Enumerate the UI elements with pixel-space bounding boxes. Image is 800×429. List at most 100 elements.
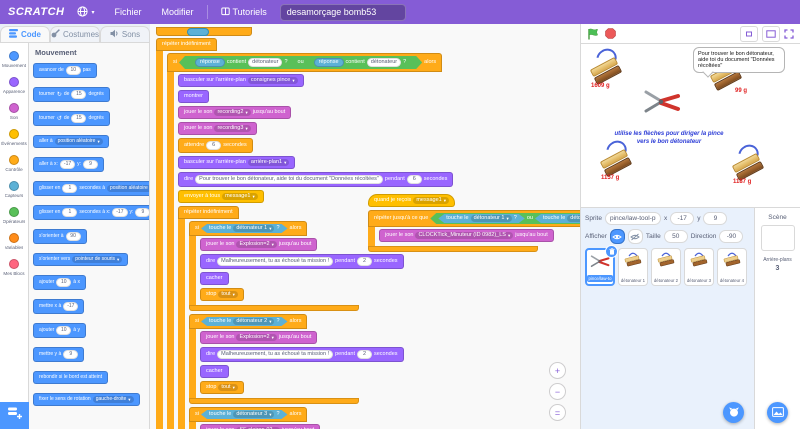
delete-sprite-button[interactable] xyxy=(605,245,618,258)
category-mes-blocs[interactable]: Mes Blocs xyxy=(0,259,29,276)
add-backdrop-button[interactable] xyxy=(767,402,788,423)
stack-block[interactable]: jouer le sonSF-clairon-02▾jusqu'au bout xyxy=(200,424,321,429)
block-input[interactable]: -17 xyxy=(112,208,128,217)
block-input[interactable]: détonateur xyxy=(248,58,282,67)
show-sprite-button[interactable] xyxy=(609,229,625,244)
block-dropdown[interactable]: CLOCKTick_Minuteur (ID 0982)_LS▾ xyxy=(415,232,514,239)
block-dropdown[interactable]: détonateur 1▾ xyxy=(471,215,512,222)
block-input[interactable]: 10 xyxy=(65,66,81,75)
block-dropdown[interactable]: tout▾ xyxy=(218,384,238,391)
stack-block[interactable]: cacher xyxy=(200,365,229,378)
block-dropdown[interactable]: consignes pince▾ xyxy=(247,77,298,84)
y-input[interactable] xyxy=(703,212,728,225)
bomb-sprite[interactable]: 1609 g xyxy=(587,44,623,89)
block-dropdown[interactable]: détonateur 3▾ xyxy=(233,411,274,418)
stack-block[interactable]: cacher xyxy=(200,272,229,285)
sprite-card[interactable]: détonateur 1 xyxy=(618,248,648,286)
block-input[interactable]: 9 xyxy=(83,160,99,169)
zoom-out-button[interactable]: − xyxy=(549,383,566,400)
sprite-card[interactable]: détonateur 4 xyxy=(717,248,747,286)
scratch-logo[interactable]: SCRATCH xyxy=(8,6,65,18)
bomb-sprite[interactable]: 1187 g xyxy=(729,140,765,185)
edit-menu[interactable]: Modifier xyxy=(161,7,194,17)
reporter-block[interactable]: réponse xyxy=(314,58,344,67)
zoom-in-button[interactable]: + xyxy=(549,362,566,379)
block-dropdown[interactable]: Explosion=2▾ xyxy=(236,241,277,248)
block-input[interactable]: -17 xyxy=(59,160,76,169)
add-extension-button[interactable] xyxy=(0,402,29,429)
block-dropdown[interactable]: arrière-plan1▾ xyxy=(247,159,290,166)
block-input[interactable]: 9 xyxy=(135,208,149,217)
add-sprite-button[interactable] xyxy=(723,402,744,423)
block-dropdown[interactable]: position aléatoire▾ xyxy=(54,138,103,145)
block-dropdown[interactable]: tout▾ xyxy=(218,291,238,298)
block-dropdown[interactable]: message1▾ xyxy=(413,197,449,204)
block-dropdown[interactable]: position aléatoire▾ xyxy=(106,185,149,192)
hide-sprite-button[interactable] xyxy=(627,229,643,244)
green-flag-button[interactable] xyxy=(587,28,599,40)
block-dropdown[interactable]: détonateur 2▾ xyxy=(567,215,580,222)
block-dropdown[interactable]: recording3▾ xyxy=(214,125,251,132)
c-block-header[interactable]: répéter indéfiniment xyxy=(178,206,239,219)
block-input[interactable]: 6 xyxy=(406,175,422,184)
block-input[interactable]: 10 xyxy=(56,326,72,335)
block-dropdown[interactable]: message1▾ xyxy=(222,193,258,200)
block-input[interactable]: 1 xyxy=(62,184,78,193)
block-input[interactable]: Malheureusement, tu as échoué ta mission… xyxy=(217,350,334,359)
zoom-reset-button[interactable]: = xyxy=(549,404,566,421)
block-input[interactable]: 9 xyxy=(63,350,79,359)
block-input[interactable]: 10 xyxy=(56,278,72,287)
block-input[interactable]: 2 xyxy=(356,257,372,266)
pliers-sprite[interactable] xyxy=(643,88,681,121)
block-input[interactable]: Malheureusement, tu as échoué ta mission… xyxy=(217,257,334,266)
large-stage-button[interactable] xyxy=(762,25,780,42)
size-input[interactable] xyxy=(663,230,688,243)
block-dropdown[interactable]: recording2▾ xyxy=(214,109,251,116)
project-name-input[interactable] xyxy=(279,3,406,21)
category-contrôle[interactable]: Contrôle xyxy=(0,155,29,172)
block-input[interactable]: détonateur xyxy=(367,58,401,67)
bomb-sprite[interactable]: 1157 g xyxy=(597,136,633,181)
block-input[interactable]: 6 xyxy=(206,141,222,150)
sprite-card[interactable]: détonateur 3 xyxy=(684,248,714,286)
fullscreen-button[interactable] xyxy=(784,28,794,39)
block-dropdown[interactable]: détonateur 2▾ xyxy=(233,318,274,325)
category-variables[interactable]: Variables xyxy=(0,233,29,250)
block-input[interactable]: -17 xyxy=(63,302,79,311)
